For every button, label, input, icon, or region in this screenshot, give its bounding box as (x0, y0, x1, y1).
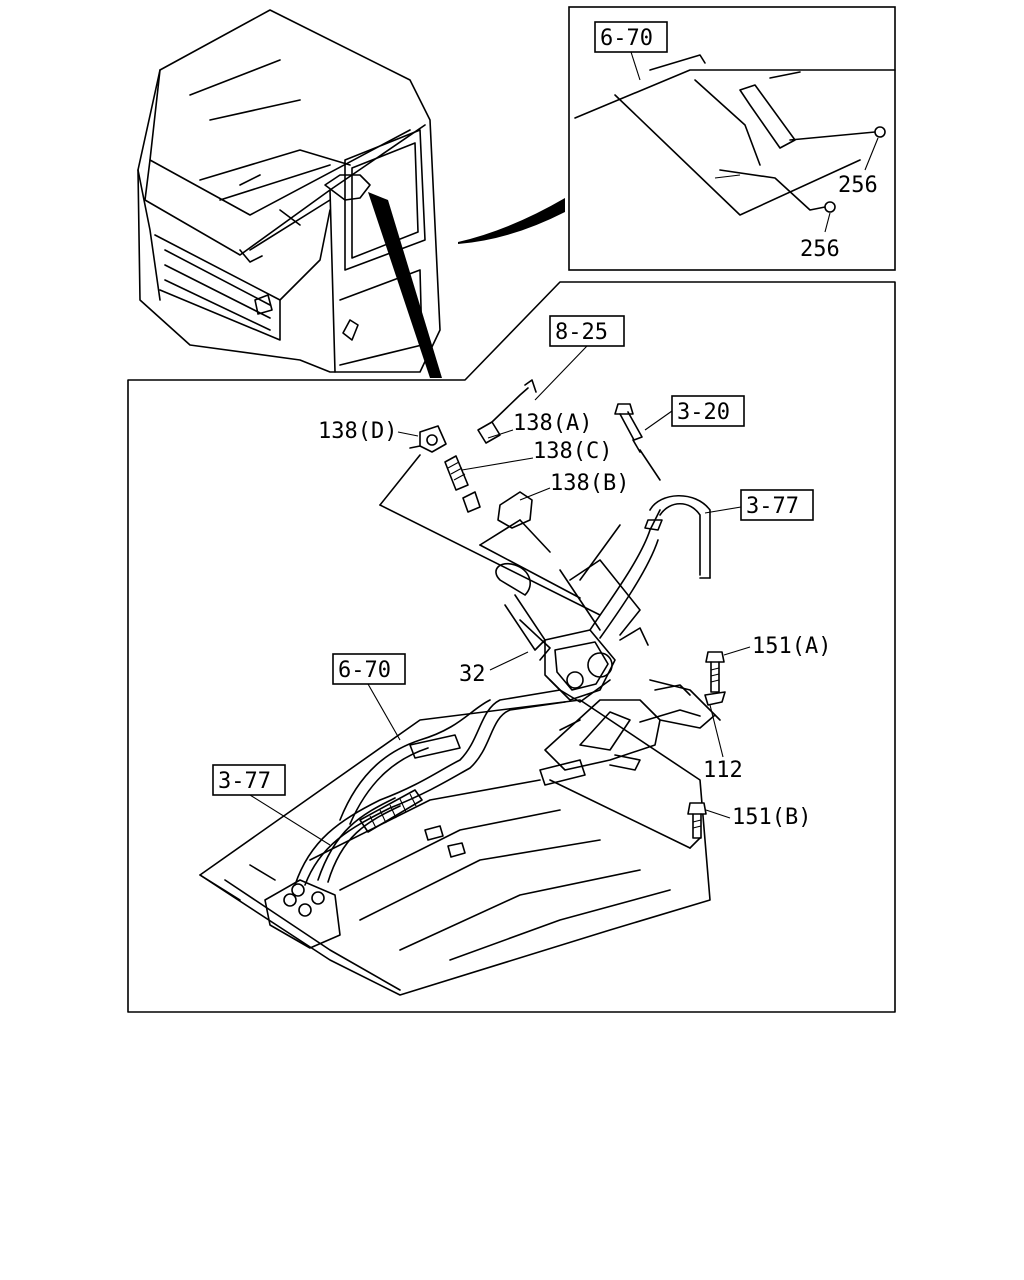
part-label-256-lower: 256 (800, 237, 840, 262)
part-label-138c: 138(C) (533, 439, 612, 464)
truck-cab-illustration (137, 9, 441, 373)
ref-label-6-70-inset: 6-70 (600, 26, 653, 51)
ref-box-3-77-left (212, 764, 286, 796)
callout-wedge-main (368, 192, 442, 378)
part-label-151a: 151(A) (752, 634, 831, 659)
ref-box-3-77-right (740, 489, 814, 521)
part-label-112: 112 (703, 758, 743, 783)
part-label-151b: 151(B) (732, 805, 811, 830)
ref-label-3-20: 3-20 (677, 400, 730, 425)
ref-label-3-77-right: 3-77 (746, 494, 799, 519)
ref-box-6-70-main (332, 653, 406, 685)
main-assembly (199, 379, 726, 996)
ref-label-6-70-main: 6-70 (338, 658, 391, 683)
part-label-256-upper: 256 (838, 173, 878, 198)
ref-box-8-25 (549, 315, 625, 347)
ref-box-6-70-inset (594, 21, 668, 53)
ref-label-8-25: 8-25 (555, 320, 608, 345)
callout-wedge-inset (458, 198, 565, 244)
part-label-138a: 138(A) (513, 411, 592, 436)
part-label-138d: 138(D) (318, 419, 397, 444)
part-label-138b: 138(B) (550, 471, 629, 496)
main-frame (127, 281, 896, 1013)
inset-detail: 6-70 256 256 (568, 6, 896, 271)
part-label-32: 32 (459, 662, 486, 687)
ref-label-3-77-left: 3-77 (218, 769, 271, 794)
